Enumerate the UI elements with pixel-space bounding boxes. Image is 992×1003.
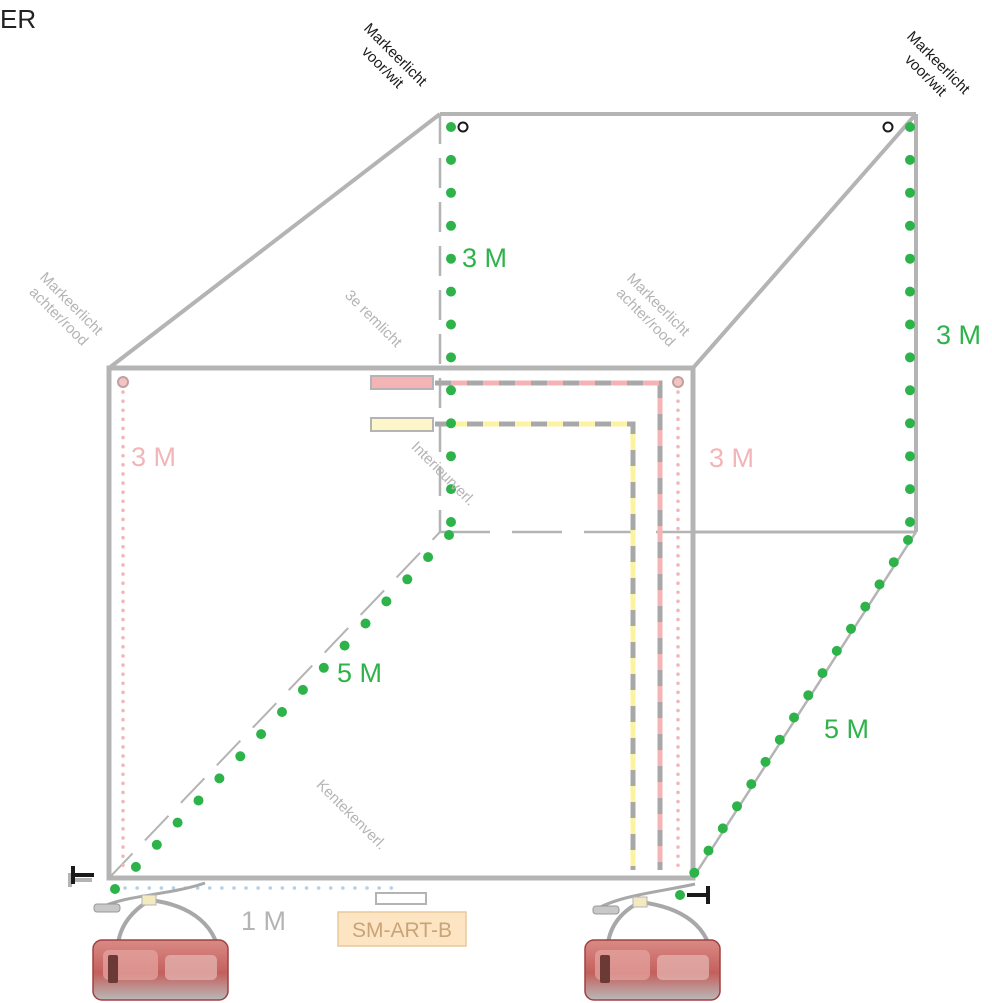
front-left-vertical-cable-dot [446, 484, 456, 495]
outer-diagonal-cable-dot [803, 690, 814, 701]
inner-diagonal-cable-dot [193, 795, 204, 806]
inner-diagonal-cable-dot [256, 729, 267, 740]
trailer-frame [106, 112, 918, 881]
outer-diagonal-cable-dot [888, 557, 899, 568]
marker-rear-left-lamp [117, 376, 129, 388]
license-lamp [375, 892, 427, 905]
front-right-vertical-cable-dot [905, 253, 915, 264]
measure-diagonal-inner: 5 M [337, 658, 382, 688]
tail-lamp-left [92, 881, 229, 1001]
front-left-vertical-cable-dot [446, 220, 456, 231]
front-right-vertical-cable-dot [905, 451, 915, 462]
outer-diagonal-cable-dot [717, 823, 728, 834]
front-marker-cables [110, 122, 915, 900]
module-box [337, 911, 467, 947]
front-left-vertical-cable-dot [446, 122, 456, 132]
corner-text: ER [0, 4, 36, 34]
label-third-brake: 3e remlicht [341, 287, 405, 351]
outer-diagonal-cable-dot [874, 579, 885, 590]
hidden-diagonal [108, 531, 441, 879]
front-right-vertical-cable-dot [905, 385, 915, 396]
outer-diagonal-cable-dot [903, 535, 913, 545]
front-right-vertical-cable-dot [905, 122, 915, 132]
outer-diagonal-cable-dot [789, 712, 799, 723]
end-stop-left-black [71, 866, 94, 884]
front-right-vertical-cable-dot [905, 418, 915, 429]
front-right-vertical-cable-dot [905, 220, 915, 231]
front-left-vertical-cable-dot [446, 187, 456, 198]
front-left-vertical-cable-dot [446, 517, 456, 527]
marker-rear-right-lamp [672, 376, 684, 388]
measure-rear-right-vertical: 3 M [709, 443, 754, 473]
end-stop-right [687, 886, 710, 904]
outer-diagonal-cable-dot [746, 779, 757, 790]
inner-diagonal-cable-dot [214, 773, 225, 784]
outer-diagonal-cable-dot [689, 867, 700, 878]
interior-cable [435, 421, 636, 870]
front-right-vertical-cable-dot [905, 484, 915, 495]
marker-front-left-lamp [457, 121, 469, 133]
front-left-vertical-cable-dot [446, 319, 456, 330]
front-left-vertical-cable-dot [446, 154, 456, 165]
label-marker-front-right: Markeerlicht voor/wit [901, 28, 973, 100]
measure-front-left-vertical: 3 M [462, 243, 507, 273]
front-right-vertical-cable-dot [905, 352, 915, 363]
top-left-edge [107, 112, 442, 370]
interior-lamp [370, 417, 434, 432]
inner-diagonal-cable-dot [360, 618, 371, 629]
rear-face [106, 365, 696, 881]
tail-lamp-right [584, 882, 721, 1001]
outer-diagonal-cable-dot [774, 734, 785, 745]
measure-front-right-vertical: 3 M [936, 320, 981, 350]
third-brake-cable [435, 380, 663, 870]
inner-diagonal-cable-dot [277, 707, 287, 717]
front-left-vertical-cable-dot [446, 451, 456, 462]
front-left-vertical-cable-dot [446, 253, 456, 264]
outer-diagonal-cable-dot [703, 845, 714, 856]
measure-diagonal-outer: 5 M [824, 714, 869, 744]
outer-diagonal-cable-dot [732, 801, 742, 812]
front-left-vertical-cable-dot [446, 352, 456, 363]
label-interior: Interieurverl. [408, 438, 479, 509]
inner-diagonal-cable-dot [444, 530, 454, 540]
front-left-vertical-cable-dot [446, 385, 456, 396]
outer-diagonal-cable-dot [675, 890, 685, 900]
marker-front-right-lamp [882, 121, 894, 133]
front-right-vertical-cable-dot [905, 286, 915, 297]
front-left-vertical-cable-dot [446, 286, 456, 297]
inner-diagonal-cable-dot [402, 574, 413, 585]
outer-diagonal-cable-dot [846, 623, 856, 634]
front-left-vertical-cable-dot [446, 418, 456, 429]
bottom-right-edge [691, 531, 918, 879]
inner-diagonal-cable-dot [130, 861, 141, 872]
front-right-vertical-cable-dot [905, 154, 915, 165]
measure-bottom-rear: 1 M [241, 906, 286, 936]
inner-diagonal-cable-dot [318, 662, 329, 673]
inner-diagonal-cable-dot [172, 817, 183, 828]
outer-diagonal-cable-dot [831, 645, 842, 656]
label-marker-rear-left: Markeerlicht achter/rood [26, 269, 107, 349]
inner-diagonal-cable-dot [110, 884, 120, 894]
outer-diagonal-cable-dot [817, 668, 828, 679]
measure-rear-left-vertical: 3 M [131, 442, 176, 472]
inner-diagonal-cable-dot [235, 751, 246, 762]
third-brake-lamp [370, 375, 434, 390]
front-right-vertical-cable-dot [905, 187, 915, 198]
inner-diagonal-cable-dot [423, 552, 434, 563]
inner-diagonal-cable-dot [151, 839, 162, 850]
inner-diagonal-cable-dot [381, 596, 392, 607]
label-marker-front-left: Markeerlicht voor/wit [358, 20, 430, 92]
outer-diagonal-cable-dot [760, 756, 771, 767]
module-label: SM-ART-B [352, 919, 452, 942]
inner-diagonal-cable-dot [339, 640, 350, 651]
label-marker-rear-right: Markeerlicht achter/rood [613, 270, 694, 350]
front-right-vertical-cable-dot [905, 517, 915, 527]
label-license: Kentekenverl. [313, 776, 390, 853]
inner-diagonal-cable-dot [297, 684, 308, 695]
front-right-vertical-cable-dot [905, 319, 915, 330]
top-right-edge [691, 112, 918, 370]
outer-diagonal-cable-dot [860, 601, 871, 612]
